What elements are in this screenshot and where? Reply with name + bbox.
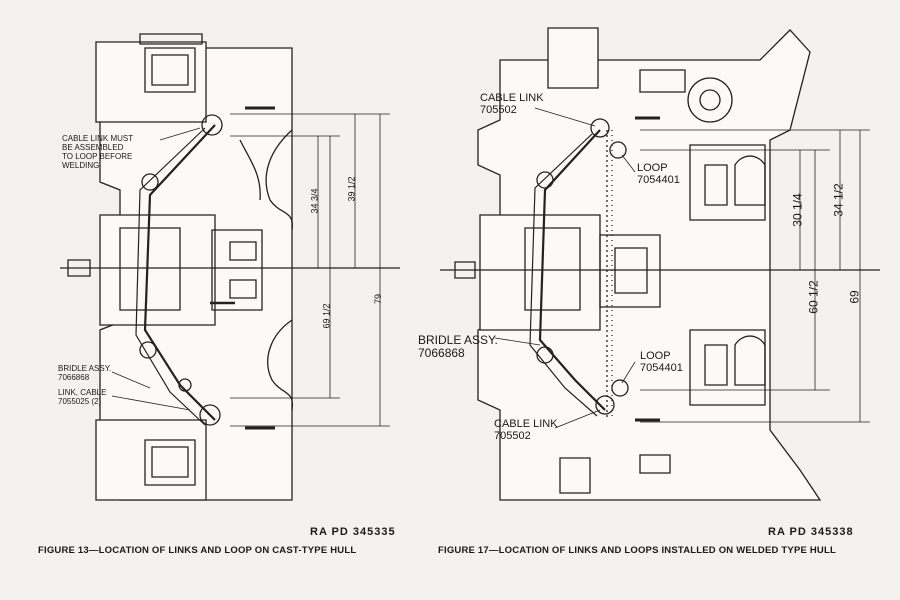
dimension-label: 34 3/4 xyxy=(309,188,320,214)
dimension-label: 69 1/2 xyxy=(321,303,332,329)
loop-bottom-callout: LOOP 7054401 xyxy=(640,350,683,374)
cable-link-note: CABLE LINK MUST BE ASSEMBLED TO LOOP BEF… xyxy=(62,134,134,170)
ra-number-fig17: RA PD 345338 xyxy=(768,526,854,538)
loop-top-callout: LOOP 7054401 xyxy=(637,162,680,186)
dimension-label: 60 1/2 xyxy=(806,280,821,314)
dimension-label: 79 xyxy=(373,293,384,305)
figure-17-caption: FIGURE 17—LOCATION OF LINKS AND LOOPS IN… xyxy=(438,545,836,556)
link-cable-callout: LINK, CABLE 7055025 (2) xyxy=(58,388,107,406)
figure-13-caption: FIGURE 13—LOCATION OF LINKS AND LOOP ON … xyxy=(38,545,357,556)
dimension-label: 39 1/2 xyxy=(346,176,357,202)
dimension-label: 30 1/4 xyxy=(790,193,805,227)
cable-link-bottom-callout: CABLE LINK 705502 xyxy=(494,418,558,442)
ra-number-fig13: RA PD 345335 xyxy=(310,526,396,538)
dimension-label: 34 1/2 xyxy=(831,183,846,217)
dimension-label: 69 xyxy=(847,290,862,304)
bridle-callout-fig17: BRIDLE ASSY. 7066868 xyxy=(418,333,498,360)
cable-link-top-callout: CABLE LINK 705502 xyxy=(480,92,544,116)
bridle-callout-fig13: BRIDLE ASSY. 7066868 xyxy=(58,364,112,382)
